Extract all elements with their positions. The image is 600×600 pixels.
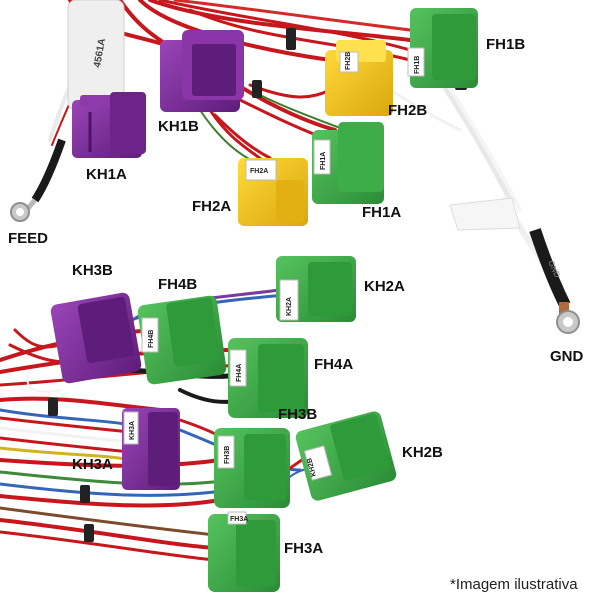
- wire-label-sleeve: 4561A: [67, 0, 125, 111]
- tag-fh4a: FH4A: [236, 364, 243, 382]
- tag-kh2b: KH2B: [306, 457, 318, 477]
- label-kh1b: KH1B: [158, 118, 199, 135]
- label-kh3a: KH3A: [72, 456, 113, 473]
- caption-illustrative: *Imagem ilustrativa: [450, 576, 578, 593]
- tag-fh1b: FH1B: [414, 56, 421, 74]
- cable-tie: [84, 524, 94, 542]
- label-fh3a: FH3A: [284, 540, 324, 557]
- label-kh2b: KH2B: [402, 444, 443, 461]
- tag-kh3a: KH3A: [129, 421, 136, 440]
- tag-kh2a: KH2A: [286, 297, 293, 316]
- tape-wrap: [449, 197, 521, 231]
- tag-fh3b: FH3B: [224, 446, 231, 464]
- connector-kh3b: [50, 292, 142, 384]
- connector-fh4b: FH4B: [137, 295, 227, 385]
- tag-fh2b: FH2B: [345, 52, 352, 70]
- label-kh1a: KH1A: [86, 166, 127, 183]
- label-kh3b: KH3B: [72, 262, 113, 279]
- cable-tie: [80, 485, 90, 503]
- cable-tie: [252, 80, 262, 98]
- top-wire-bundle: [48, 0, 551, 273]
- tag-fh1a: FH1A: [320, 152, 327, 170]
- connector-kh2a: KH2A: [276, 256, 356, 322]
- connector-fh3b: FH3B: [214, 428, 290, 508]
- cable-tie: [48, 398, 58, 416]
- sleeve-text: 4561A: [92, 38, 108, 69]
- connector-fh2a: FH2A: [238, 158, 308, 226]
- tag-fh2a: FH2A: [250, 168, 268, 175]
- label-fh2b: FH2B: [388, 102, 428, 119]
- cable-tie: [286, 28, 296, 50]
- label-fh3b: FH3B: [278, 406, 318, 423]
- connector-kh1a: [72, 92, 146, 158]
- label-kh2a: KH2A: [364, 278, 405, 295]
- connector-fh4a: FH4A: [228, 338, 308, 418]
- feed-terminal: [10, 138, 66, 222]
- label-feed: FEED: [8, 230, 49, 247]
- label-gnd: GND: [550, 348, 584, 365]
- connector-fh1b: FH1B: [407, 8, 478, 88]
- label-fh2a: FH2A: [192, 198, 232, 215]
- label-fh1b: FH1B: [486, 36, 526, 53]
- connector-kh2b: KH2B: [295, 411, 397, 501]
- connector-fh1a: FH1A: [312, 122, 384, 204]
- connector-kh3a: KH3A: [122, 408, 180, 490]
- label-fh4b: FH4B: [158, 276, 198, 293]
- tag-fh3a: FH3A: [230, 516, 248, 523]
- tag-fh4b: FH4B: [148, 330, 155, 348]
- gnd-terminal: GND: [529, 228, 580, 334]
- connector-fh2b: FH2B: [325, 40, 393, 116]
- label-fh1a: FH1A: [362, 204, 402, 221]
- connector-kh1b: [160, 30, 244, 112]
- label-fh4a: FH4A: [314, 356, 354, 373]
- connector-fh3a: FH3A: [208, 511, 280, 592]
